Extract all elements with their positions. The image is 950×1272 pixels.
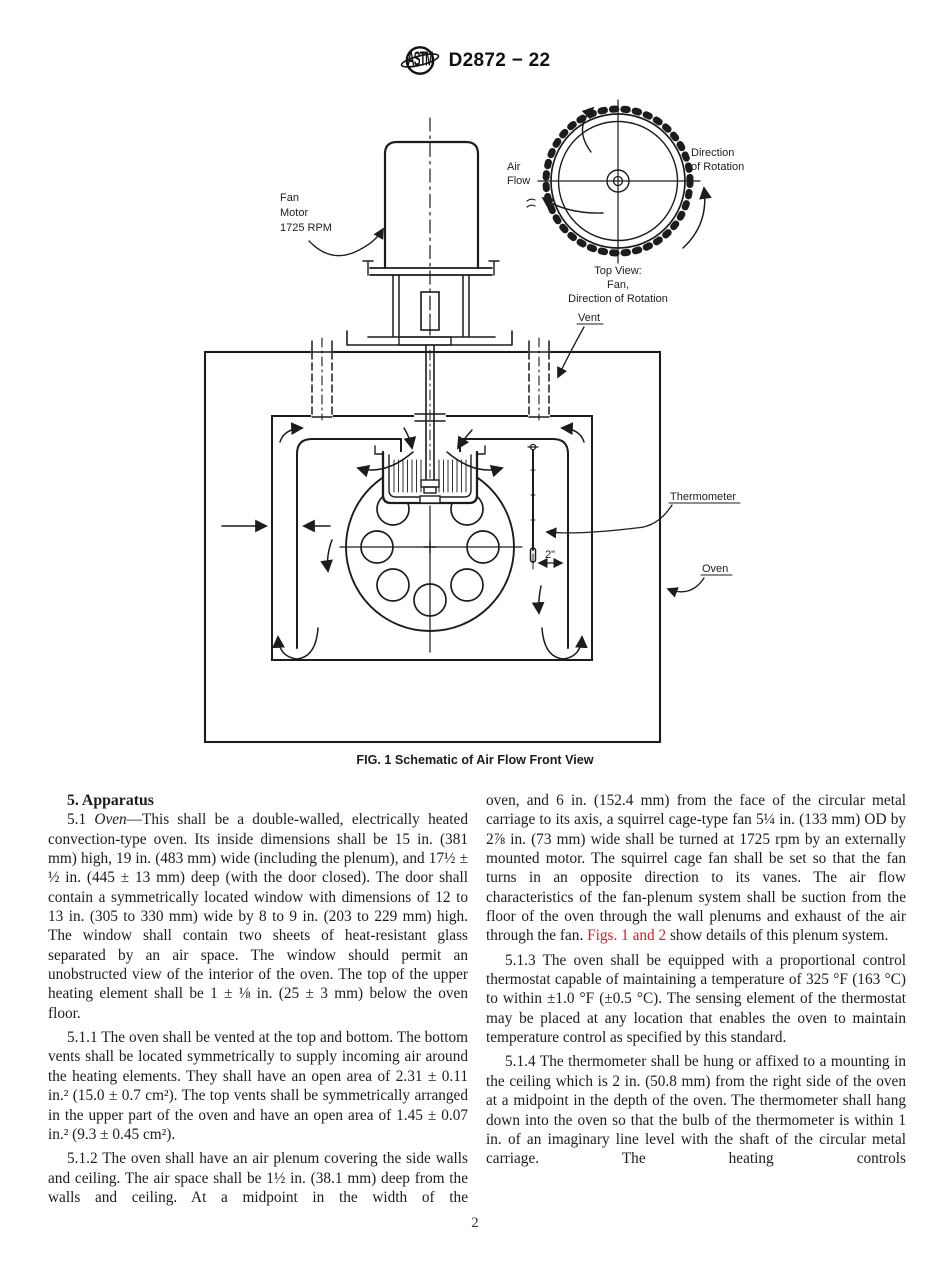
fan-motor-assembly bbox=[346, 140, 513, 346]
two-column-text: 5. Apparatus 5.1 Oven—This shall be a do… bbox=[48, 791, 906, 1207]
clause-text: —This shall be a double-walled, electric… bbox=[48, 811, 468, 1022]
section-title: 5. Apparatus bbox=[67, 792, 154, 809]
vent-pipes bbox=[311, 337, 550, 421]
top-view-caption: Top View: bbox=[594, 265, 642, 277]
left-column: 5. Apparatus 5.1 Oven—This shall be a do… bbox=[48, 791, 468, 1207]
top-view-fan bbox=[526, 99, 712, 264]
paragraph-5-1: 5.1 Oven—This shall be a double-walled, … bbox=[48, 810, 468, 1023]
figure-caption: FIG. 1 Schematic of Air Flow Front View bbox=[356, 753, 593, 767]
fan-motor-label: Motor bbox=[280, 207, 308, 219]
paragraph-5-1-4: 5.1.4 The thermometer shall be hung or a… bbox=[486, 1053, 906, 1168]
vent-label: Vent bbox=[578, 312, 600, 324]
fan-shaft bbox=[414, 345, 446, 494]
fan-motor-label: Fan bbox=[280, 192, 299, 204]
defined-term: Oven bbox=[94, 811, 127, 829]
oven-label: Oven bbox=[702, 563, 728, 575]
figs-1-and-2-link[interactable]: Figs. 1 and 2 bbox=[587, 927, 667, 945]
air-flow-arrows bbox=[221, 422, 588, 660]
astm-logo: ASTM bbox=[400, 46, 439, 75]
direction-of-rotation-label: of Rotation bbox=[691, 161, 744, 173]
label-underlines bbox=[576, 323, 741, 576]
paragraph-5-1-3: 5.1.3 The oven shall be equipped with a … bbox=[486, 951, 906, 1047]
air-flow-label: Flow bbox=[507, 175, 530, 187]
clause-number: 5.1 bbox=[67, 811, 95, 829]
standard-designation: D2872 − 22 bbox=[448, 49, 551, 71]
rotation-arrow bbox=[682, 186, 712, 249]
fan-blade-hatch-left bbox=[393, 459, 422, 493]
direction-of-rotation-label: Direction bbox=[691, 147, 734, 159]
clause-text: oven, and 6 in. (152.4 mm) from the face… bbox=[486, 792, 906, 945]
figure-labels: Fan Motor 1725 RPM Air Flow Direction of… bbox=[280, 147, 744, 767]
paragraph-5-1-1: 5.1.1 The oven shall be vented at the to… bbox=[48, 1029, 468, 1143]
top-view-caption: Direction of Rotation bbox=[568, 293, 668, 305]
fan-blade-hatch-right bbox=[438, 459, 467, 493]
page-header: ASTM D2872 − 22 bbox=[0, 44, 950, 77]
thermometer-label: Thermometer bbox=[670, 491, 736, 503]
thermometer-graphic bbox=[527, 443, 564, 570]
clause-text: show details of this plenum system. bbox=[666, 927, 889, 945]
air-flow-label: Air bbox=[507, 161, 521, 173]
page-number: 2 bbox=[471, 1215, 479, 1231]
fan-motor-label: 1725 RPM bbox=[280, 222, 332, 234]
paragraph-5-1-2-continued: oven, and 6 in. (152.4 mm) from the face… bbox=[486, 791, 906, 946]
top-view-caption: Fan, bbox=[607, 279, 629, 291]
figure-1-diagram: Fan Motor 1725 RPM Air Flow Direction of… bbox=[203, 99, 744, 767]
dimension-2in-label: 2" bbox=[545, 549, 555, 561]
paragraph-5-1-2: 5.1.2 The oven shall have an air plenum … bbox=[48, 1150, 468, 1206]
right-column: oven, and 6 in. (152.4 mm) from the face… bbox=[486, 791, 906, 1207]
leader-lines bbox=[308, 227, 705, 598]
